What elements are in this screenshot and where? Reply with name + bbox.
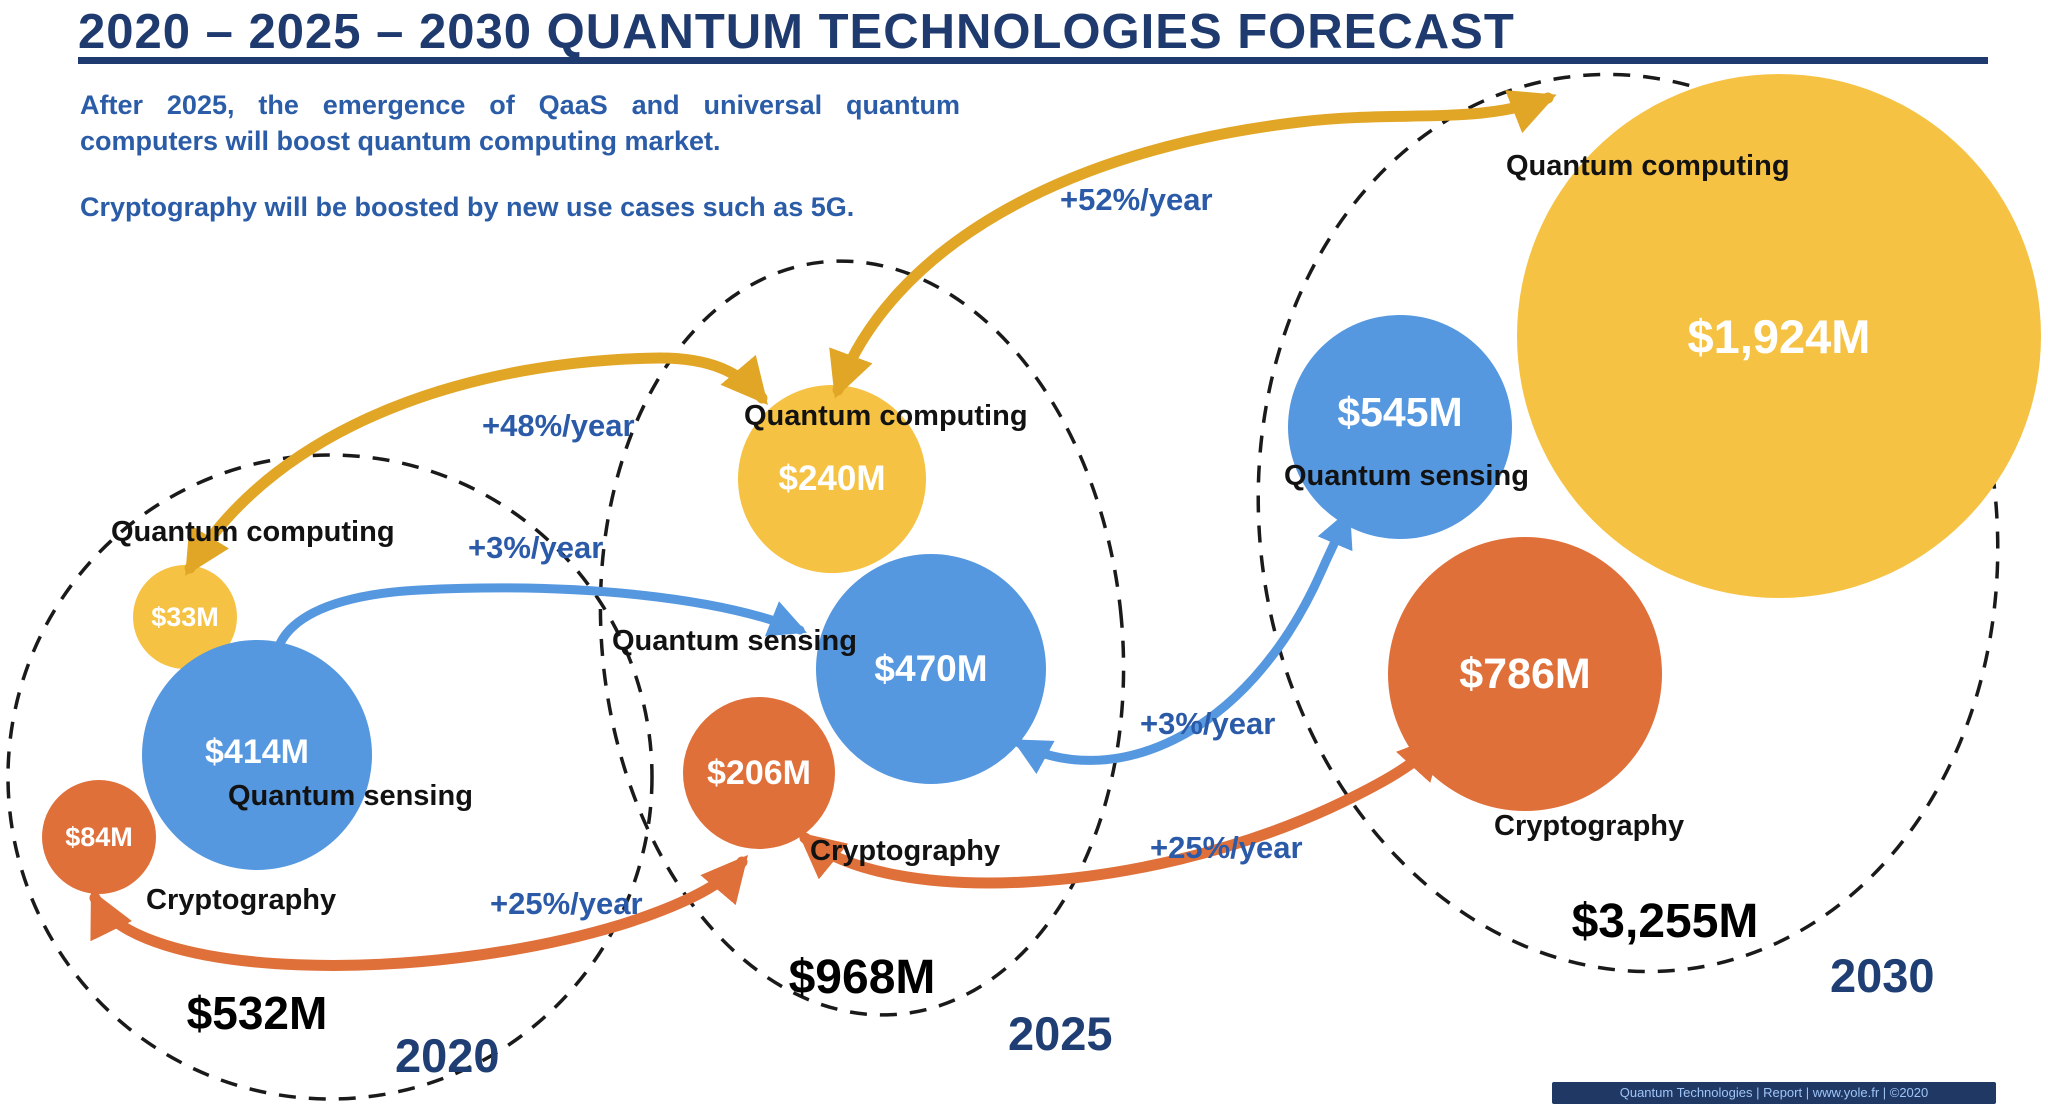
- label-quantum-sensing-2030: Quantum sensing: [1284, 460, 1529, 492]
- total-2025: $968M: [788, 951, 936, 1004]
- bubble-value-quantum-computing-2020: $33M: [151, 601, 219, 632]
- bubble-cryptography-2025: $206M: [683, 697, 835, 849]
- page-title: 2020 – 2025 – 2030 QUANTUM TECHNOLOGIES …: [78, 5, 1515, 59]
- label-quantum-computing-2025: Quantum computing: [744, 400, 1028, 432]
- growth-label-sensing-2025-2030: +3%/year: [1140, 706, 1276, 741]
- bubble-quantum-sensing-2025: $470M: [816, 554, 1046, 784]
- bubble-cryptography-2030: $786M: [1388, 537, 1662, 811]
- label-cryptography-2020: Cryptography: [146, 884, 337, 916]
- bubble-quantum-sensing-2030: $545M: [1288, 315, 1512, 539]
- total-2020: $532M: [186, 987, 328, 1039]
- note-cryptography-5g: Cryptography will be boosted by new use …: [80, 192, 855, 222]
- growth-label-crypto-2025-2030: +25%/year: [1150, 830, 1303, 865]
- bubble-value-quantum-computing-2030: $1,924M: [1687, 309, 1871, 363]
- growth-label-computing-2020-2025: +48%/year: [482, 408, 635, 443]
- bubble-value-quantum-sensing-2030: $545M: [1337, 388, 1463, 435]
- growth-label-crypto-2020-2025: +25%/year: [490, 886, 643, 921]
- label-quantum-sensing-2025: Quantum sensing: [612, 625, 857, 657]
- bubble-cryptography-2020: $84M: [42, 780, 156, 894]
- source-footer: Quantum Technologies | Report | www.yole…: [1552, 1082, 1996, 1104]
- total-2030: $3,255M: [1571, 895, 1759, 948]
- label-quantum-computing-2030: Quantum computing: [1506, 150, 1790, 182]
- title-underline: [78, 57, 1988, 64]
- year-label-2020: 2020: [395, 1029, 500, 1082]
- growth-label-sensing-2020-2025: +3%/year: [468, 530, 604, 565]
- note-qaas: After 2025, the emergence of QaaS and un…: [80, 90, 960, 156]
- year-label-2025: 2025: [1008, 1007, 1113, 1060]
- bubble-value-quantum-sensing-2020: $414M: [205, 732, 309, 771]
- growth-label-computing-2025-2030: +52%/year: [1060, 182, 1213, 217]
- bubble-value-quantum-computing-2025: $240M: [778, 459, 886, 498]
- bubble-value-quantum-sensing-2025: $470M: [874, 648, 988, 689]
- bubble-quantum-sensing-2020: $414M: [142, 640, 372, 870]
- year-label-2030: 2030: [1830, 949, 1935, 1002]
- bubble-value-cryptography-2025: $206M: [707, 753, 811, 792]
- bubble-value-cryptography-2020: $84M: [65, 821, 133, 852]
- bubble-value-cryptography-2030: $786M: [1459, 649, 1591, 698]
- label-cryptography-2030: Cryptography: [1494, 810, 1685, 842]
- label-quantum-sensing-2020: Quantum sensing: [228, 780, 473, 812]
- label-cryptography-2025: Cryptography: [810, 835, 1001, 867]
- label-quantum-computing-2020: Quantum computing: [111, 516, 395, 548]
